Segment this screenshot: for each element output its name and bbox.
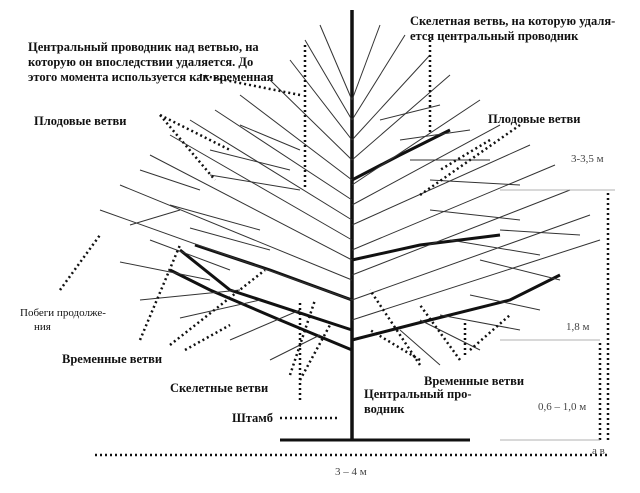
- label-fruit-right: Плодовые ветви: [488, 112, 581, 126]
- dimension-width: 3 – 4 м: [335, 466, 367, 478]
- label-temp-left: Временные ветви: [62, 352, 163, 366]
- label-skeletal-top-l2: ется центральный проводник: [410, 29, 579, 43]
- label-temp-right: Временные ветви: [424, 374, 525, 388]
- dimension-guides: [500, 189, 615, 441]
- label-central-leader-top-l3: этого момента используется как временная: [28, 70, 274, 84]
- dimension-ab: а в: [592, 445, 605, 457]
- dimension-tier-height: 1,8 м: [566, 321, 590, 333]
- label-central-leader-top-l1: Центральный проводник над ветвью, на: [28, 40, 259, 54]
- label-skeletal-top-l1: Скелетная ветвь, на которую удаля-: [410, 14, 616, 28]
- label-shoots-l2: ния: [34, 321, 51, 333]
- dimension-crown-height: 3-3,5 м: [571, 153, 604, 165]
- label-central-leader-bottom-l2: водник: [364, 402, 405, 416]
- label-trunk: Штамб: [232, 411, 274, 425]
- fruit-branches-left: [99, 24, 353, 361]
- fruit-branches-right: [351, 24, 601, 366]
- skeletal-branches: [169, 128, 561, 352]
- pointer-arrows: [58, 40, 610, 457]
- label-fruit-left: Плодовые ветви: [34, 114, 127, 128]
- label-skeletal-bottom: Скелетные ветви: [170, 381, 269, 395]
- label-central-leader-top-l2: которую он впоследствии удаляется. До: [28, 55, 254, 69]
- dimension-trunk-height: 0,6 – 1,0 м: [538, 401, 587, 413]
- label-shoots-l1: Побеги продолже-: [20, 307, 106, 319]
- label-central-leader-bottom-l1: Центральный про-: [364, 387, 472, 401]
